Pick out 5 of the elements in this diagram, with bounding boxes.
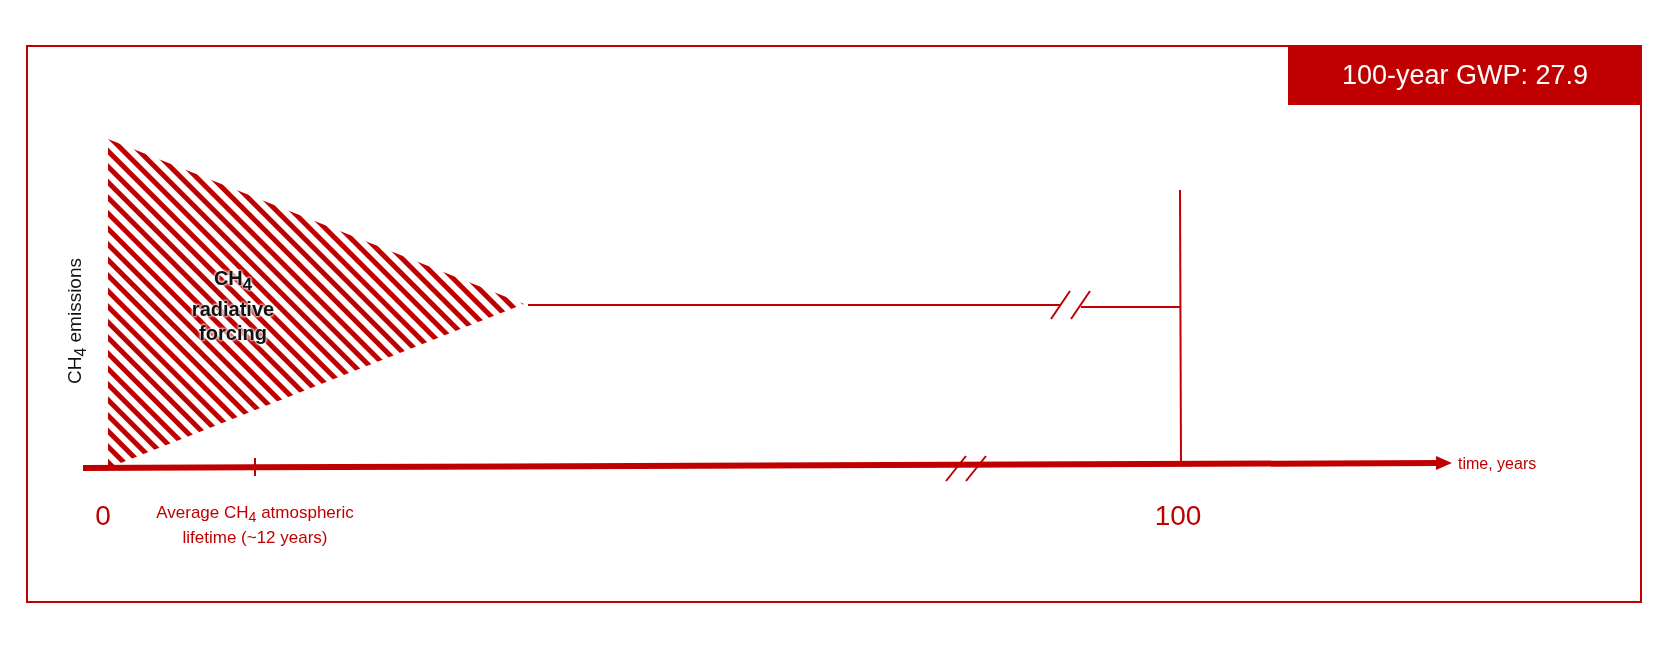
tick-value: 100 <box>1153 499 1203 533</box>
tick-value: 0 <box>94 499 112 533</box>
gwp-badge: 100-year GWP: 27.9 <box>1288 45 1642 105</box>
tick-label: Average CH$_{4}$ atmospheric lifetime (~12 years) <box>155 502 355 549</box>
axis-label: time, years <box>1458 454 1538 474</box>
